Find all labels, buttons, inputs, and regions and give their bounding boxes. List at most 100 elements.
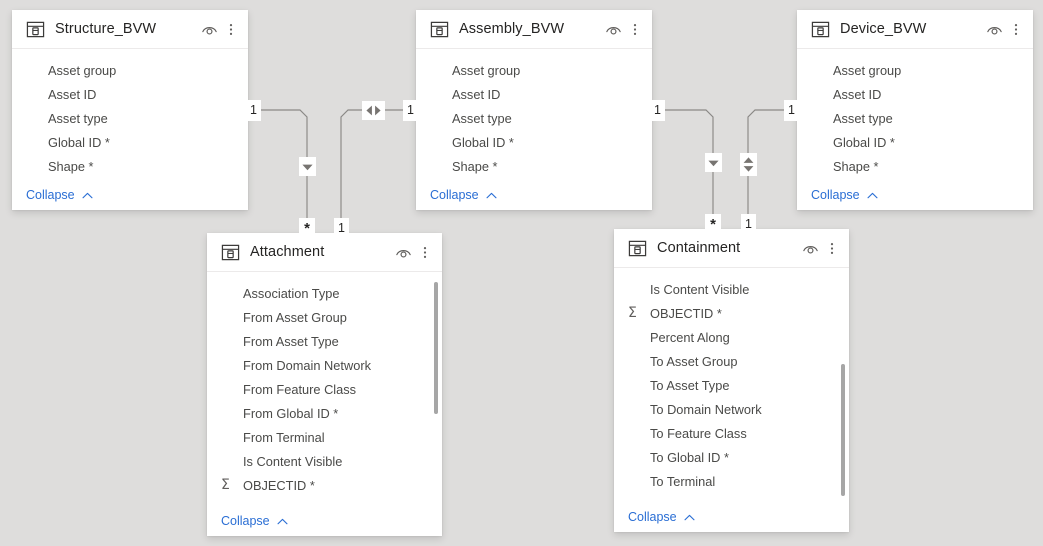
- cardinality-badge-to-structure-to-attachment[interactable]: *: [299, 218, 315, 239]
- field-row[interactable]: Asset type: [797, 106, 1033, 130]
- hide-table-button[interactable]: [801, 239, 825, 258]
- chevron-up-icon: [82, 192, 93, 198]
- field-name: Shape *: [833, 158, 879, 174]
- more-options-icon[interactable]: [1009, 20, 1023, 39]
- field-row[interactable]: Global ID *: [416, 130, 652, 154]
- table-card-header[interactable]: Structure_BVW: [12, 10, 248, 49]
- hide-table-button[interactable]: [394, 243, 418, 262]
- filter-direction-down-icon: [302, 164, 313, 170]
- field-name: Asset ID: [452, 86, 501, 102]
- relationship-line-assembly-to-containment[interactable]: [652, 109, 714, 218]
- cross-filter-direction-assembly-to-attachment[interactable]: [362, 101, 385, 120]
- field-row[interactable]: Shape *: [12, 154, 248, 178]
- field-row[interactable]: Percent Along: [614, 325, 849, 349]
- field-row[interactable]: Asset ID: [416, 82, 652, 106]
- preview-eye-icon[interactable]: [200, 20, 219, 39]
- field-list-scrollbar[interactable]: [841, 364, 845, 496]
- cardinality-badge-to-device-to-containment[interactable]: 1: [741, 214, 756, 235]
- preview-eye-icon[interactable]: [604, 20, 623, 39]
- table-card-header[interactable]: Assembly_BVW: [416, 10, 652, 49]
- field-row[interactable]: To Asset Type: [614, 373, 849, 397]
- more-options-icon[interactable]: [418, 243, 432, 262]
- field-row[interactable]: From Global ID *: [207, 401, 442, 425]
- hide-table-button[interactable]: [200, 20, 224, 39]
- field-row[interactable]: To Asset Group: [614, 349, 849, 373]
- field-list-scrollbar[interactable]: [434, 282, 438, 414]
- field-row[interactable]: From Domain Network: [207, 353, 442, 377]
- table-card-header[interactable]: Containment: [614, 229, 849, 268]
- field-row[interactable]: Asset group: [797, 58, 1033, 82]
- table-card-footer: Collapse: [614, 502, 849, 532]
- collapse-button[interactable]: Collapse: [628, 510, 696, 524]
- field-row[interactable]: To Feature Class: [614, 421, 849, 445]
- field-row[interactable]: Shape *: [797, 154, 1033, 178]
- field-row[interactable]: Global ID *: [12, 130, 248, 154]
- field-name: To Global ID *: [650, 449, 729, 465]
- field-row[interactable]: Global ID *: [797, 130, 1033, 154]
- hide-table-button[interactable]: [604, 20, 628, 39]
- table-options-button[interactable]: [825, 239, 839, 258]
- collapse-button[interactable]: Collapse: [26, 188, 94, 202]
- table-card-header[interactable]: Device_BVW: [797, 10, 1033, 49]
- more-options-icon[interactable]: [628, 20, 642, 39]
- more-options-icon[interactable]: [224, 20, 238, 39]
- relationship-line-assembly-to-attachment[interactable]: [340, 109, 416, 222]
- table-options-button[interactable]: [1009, 20, 1023, 39]
- field-row[interactable]: Is Content Visible: [614, 277, 849, 301]
- cross-filter-direction-device-to-containment[interactable]: [740, 153, 757, 176]
- field-name: OBJECTID *: [650, 305, 722, 321]
- collapse-button[interactable]: Collapse: [430, 188, 498, 202]
- preview-eye-icon[interactable]: [801, 239, 820, 258]
- field-row[interactable]: From Asset Group: [207, 305, 442, 329]
- field-row[interactable]: Asset group: [12, 58, 248, 82]
- field-row[interactable]: Asset group: [416, 58, 652, 82]
- field-row[interactable]: Shape *: [416, 154, 652, 178]
- collapse-button[interactable]: Collapse: [221, 514, 289, 528]
- field-row[interactable]: Is Content Visible: [207, 449, 442, 473]
- field-row[interactable]: From Asset Type: [207, 329, 442, 353]
- field-row[interactable]: Association Type: [207, 281, 442, 305]
- cardinality-badge-to-assembly-to-attachment[interactable]: 1: [334, 218, 349, 239]
- cross-filter-direction-assembly-to-containment[interactable]: [705, 153, 722, 172]
- cardinality-badge-to-assembly-to-containment[interactable]: *: [705, 214, 721, 235]
- filter-direction-both-vertical-icon: [743, 157, 754, 172]
- cardinality-badge-from-assembly-to-attachment[interactable]: 1: [403, 100, 418, 121]
- table-card-header[interactable]: Attachment: [207, 233, 442, 272]
- cardinality-badge-from-structure-to-attachment[interactable]: 1: [246, 100, 261, 121]
- more-options-icon[interactable]: [825, 239, 839, 258]
- hide-table-button[interactable]: [985, 20, 1009, 39]
- table-options-button[interactable]: [418, 243, 432, 262]
- field-row[interactable]: From Terminal: [207, 425, 442, 449]
- table-options-button[interactable]: [224, 20, 238, 39]
- field-row[interactable]: Asset type: [416, 106, 652, 130]
- field-row[interactable]: From Feature Class: [207, 377, 442, 401]
- preview-eye-icon[interactable]: [985, 20, 1004, 39]
- cardinality-badge-from-assembly-to-containment[interactable]: 1: [650, 100, 665, 121]
- cross-filter-direction-structure-to-attachment[interactable]: [299, 157, 316, 176]
- field-row[interactable]: To Global ID *: [614, 445, 849, 469]
- cardinality-badge-from-device-to-containment[interactable]: 1: [784, 100, 799, 121]
- field-row[interactable]: To Terminal: [614, 469, 849, 493]
- field-row[interactable]: Asset type: [12, 106, 248, 130]
- table-options-button[interactable]: [628, 20, 642, 39]
- collapse-button[interactable]: Collapse: [811, 188, 879, 202]
- field-row[interactable]: To Domain Network: [614, 397, 849, 421]
- field-row[interactable]: Asset ID: [12, 82, 248, 106]
- field-row[interactable]: Asset ID: [797, 82, 1033, 106]
- collapse-label: Collapse: [26, 188, 75, 202]
- preview-eye-icon[interactable]: [394, 243, 413, 262]
- chevron-up-icon: [486, 192, 497, 198]
